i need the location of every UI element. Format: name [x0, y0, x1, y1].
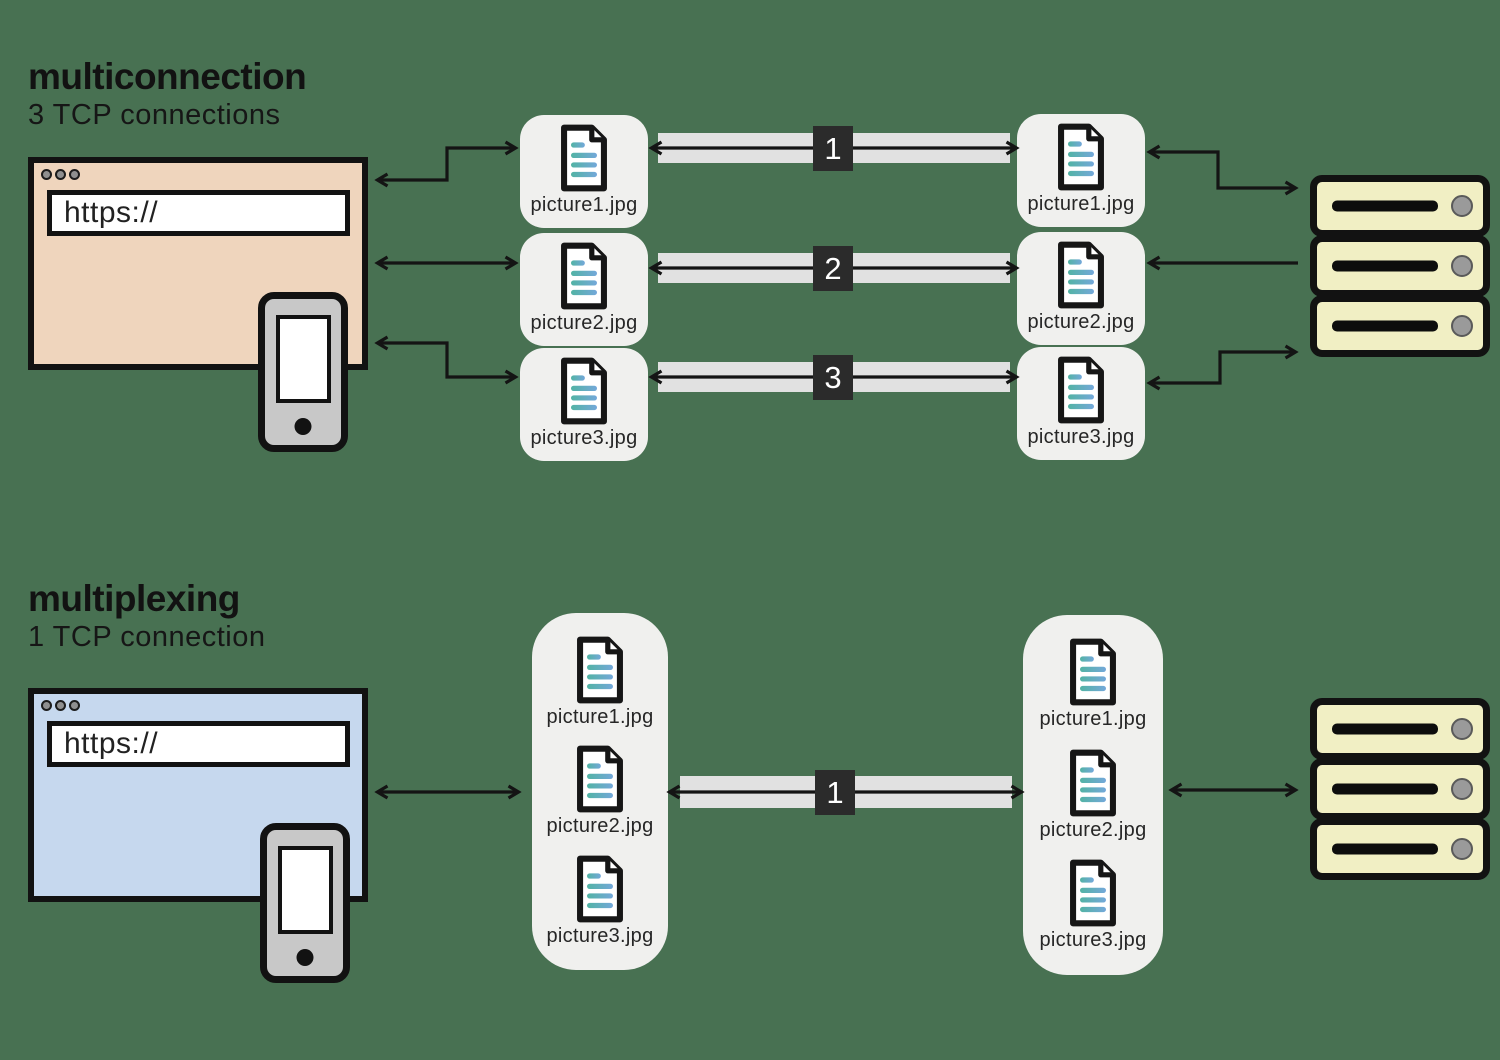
window-dot-icon	[41, 169, 52, 180]
file-entry: picture2.jpg	[1040, 749, 1147, 842]
document-icon	[1067, 859, 1119, 927]
connection-number-badge: 1	[813, 126, 853, 171]
url-text: https://	[64, 196, 159, 229]
server-file-card-2: picture2.jpg	[1017, 232, 1145, 345]
window-dot-icon	[41, 700, 52, 711]
server-drive-bar	[1332, 723, 1438, 735]
file-label: picture3.jpg	[546, 924, 654, 947]
server-led-icon	[1451, 255, 1473, 277]
document-icon	[1055, 241, 1107, 309]
server-led-icon	[1451, 718, 1473, 740]
phone-multiplexing	[260, 823, 350, 983]
document-icon	[574, 636, 626, 704]
client-file-card-2: picture2.jpg	[520, 233, 648, 346]
document-icon	[1067, 749, 1119, 817]
server-drive-bar	[1332, 260, 1438, 272]
file-label: picture3.jpg	[530, 427, 638, 449]
server-led-icon	[1451, 838, 1473, 860]
url-text: https://	[64, 727, 159, 760]
section-subtitle-multiconnection: 3 TCP connections	[28, 99, 281, 131]
section-title-multiconnection: multiconnection	[28, 56, 307, 97]
server-stack-multiconnection	[1310, 175, 1490, 357]
file-label: picture2.jpg	[1027, 311, 1135, 333]
file-entry: picture3.jpg	[1040, 859, 1147, 952]
document-icon	[574, 745, 626, 813]
arrow-file1-server	[1150, 152, 1295, 188]
arrow-file3-server	[1150, 352, 1295, 383]
server-unit	[1310, 295, 1490, 357]
file-label: picture1.jpg	[1039, 708, 1147, 731]
server-led-icon	[1451, 195, 1473, 217]
document-icon	[558, 124, 610, 192]
window-controls	[41, 169, 80, 180]
client-file-card-1: picture1.jpg	[520, 115, 648, 228]
server-unit	[1310, 175, 1490, 237]
phone-home-button-icon	[294, 418, 312, 435]
file-label: picture1.jpg	[546, 705, 654, 728]
server-file-group: picture1.jpg picture2.jpg picture3.jpg	[1023, 615, 1163, 975]
arrow-browser-file3	[378, 343, 515, 377]
connection-number-badge: 1	[815, 770, 855, 815]
phone-home-button-icon	[296, 949, 314, 966]
section-subtitle-multiplexing: 1 TCP connection	[28, 621, 266, 653]
server-led-icon	[1451, 778, 1473, 800]
server-file-card-1: picture1.jpg	[1017, 114, 1145, 227]
connection-number-badge: 3	[813, 355, 853, 400]
file-label: picture1.jpg	[1027, 193, 1135, 215]
phone-screen	[278, 846, 333, 934]
window-dot-icon	[55, 169, 66, 180]
window-dot-icon	[55, 700, 66, 711]
file-label: picture2.jpg	[530, 312, 638, 334]
server-unit	[1310, 758, 1490, 820]
browser-window-multiconnection: https://	[28, 157, 368, 370]
file-entry: picture1.jpg	[547, 636, 654, 729]
server-drive-bar	[1332, 843, 1438, 855]
file-label: picture3.jpg	[1027, 426, 1135, 448]
server-file-card-3: picture3.jpg	[1017, 347, 1145, 460]
client-file-group: picture1.jpg picture2.jpg picture3.jpg	[532, 613, 668, 970]
document-icon	[1055, 356, 1107, 424]
phone-multiconnection	[258, 292, 348, 452]
server-unit	[1310, 235, 1490, 297]
file-label: picture2.jpg	[1039, 818, 1147, 841]
window-dot-icon	[69, 700, 80, 711]
arrow-browser-file1	[378, 148, 515, 180]
file-label: picture3.jpg	[1039, 928, 1147, 951]
address-bar: https://	[47, 190, 350, 236]
server-stack-multiplexing	[1310, 698, 1490, 880]
file-label: picture2.jpg	[546, 815, 654, 837]
server-drive-bar	[1332, 783, 1438, 795]
address-bar: https://	[47, 721, 350, 767]
server-unit	[1310, 818, 1490, 880]
connection-number-badge: 2	[813, 246, 853, 291]
server-unit	[1310, 698, 1490, 760]
file-entry: picture1.jpg	[1040, 638, 1147, 731]
document-icon	[558, 357, 610, 425]
document-icon	[558, 242, 610, 310]
file-entry: picture3.jpg	[547, 855, 654, 948]
window-dot-icon	[69, 169, 80, 180]
server-drive-bar	[1332, 200, 1438, 212]
document-icon	[1067, 638, 1119, 706]
window-controls	[41, 700, 80, 711]
server-drive-bar	[1332, 320, 1438, 332]
document-icon	[574, 855, 626, 923]
file-entry: picture2.jpg	[547, 745, 654, 838]
server-led-icon	[1451, 315, 1473, 337]
phone-screen	[276, 315, 331, 403]
section-title-multiplexing: multiplexing	[28, 578, 240, 619]
client-file-card-3: picture3.jpg	[520, 348, 648, 461]
document-icon	[1055, 123, 1107, 191]
file-label: picture1.jpg	[530, 194, 638, 216]
